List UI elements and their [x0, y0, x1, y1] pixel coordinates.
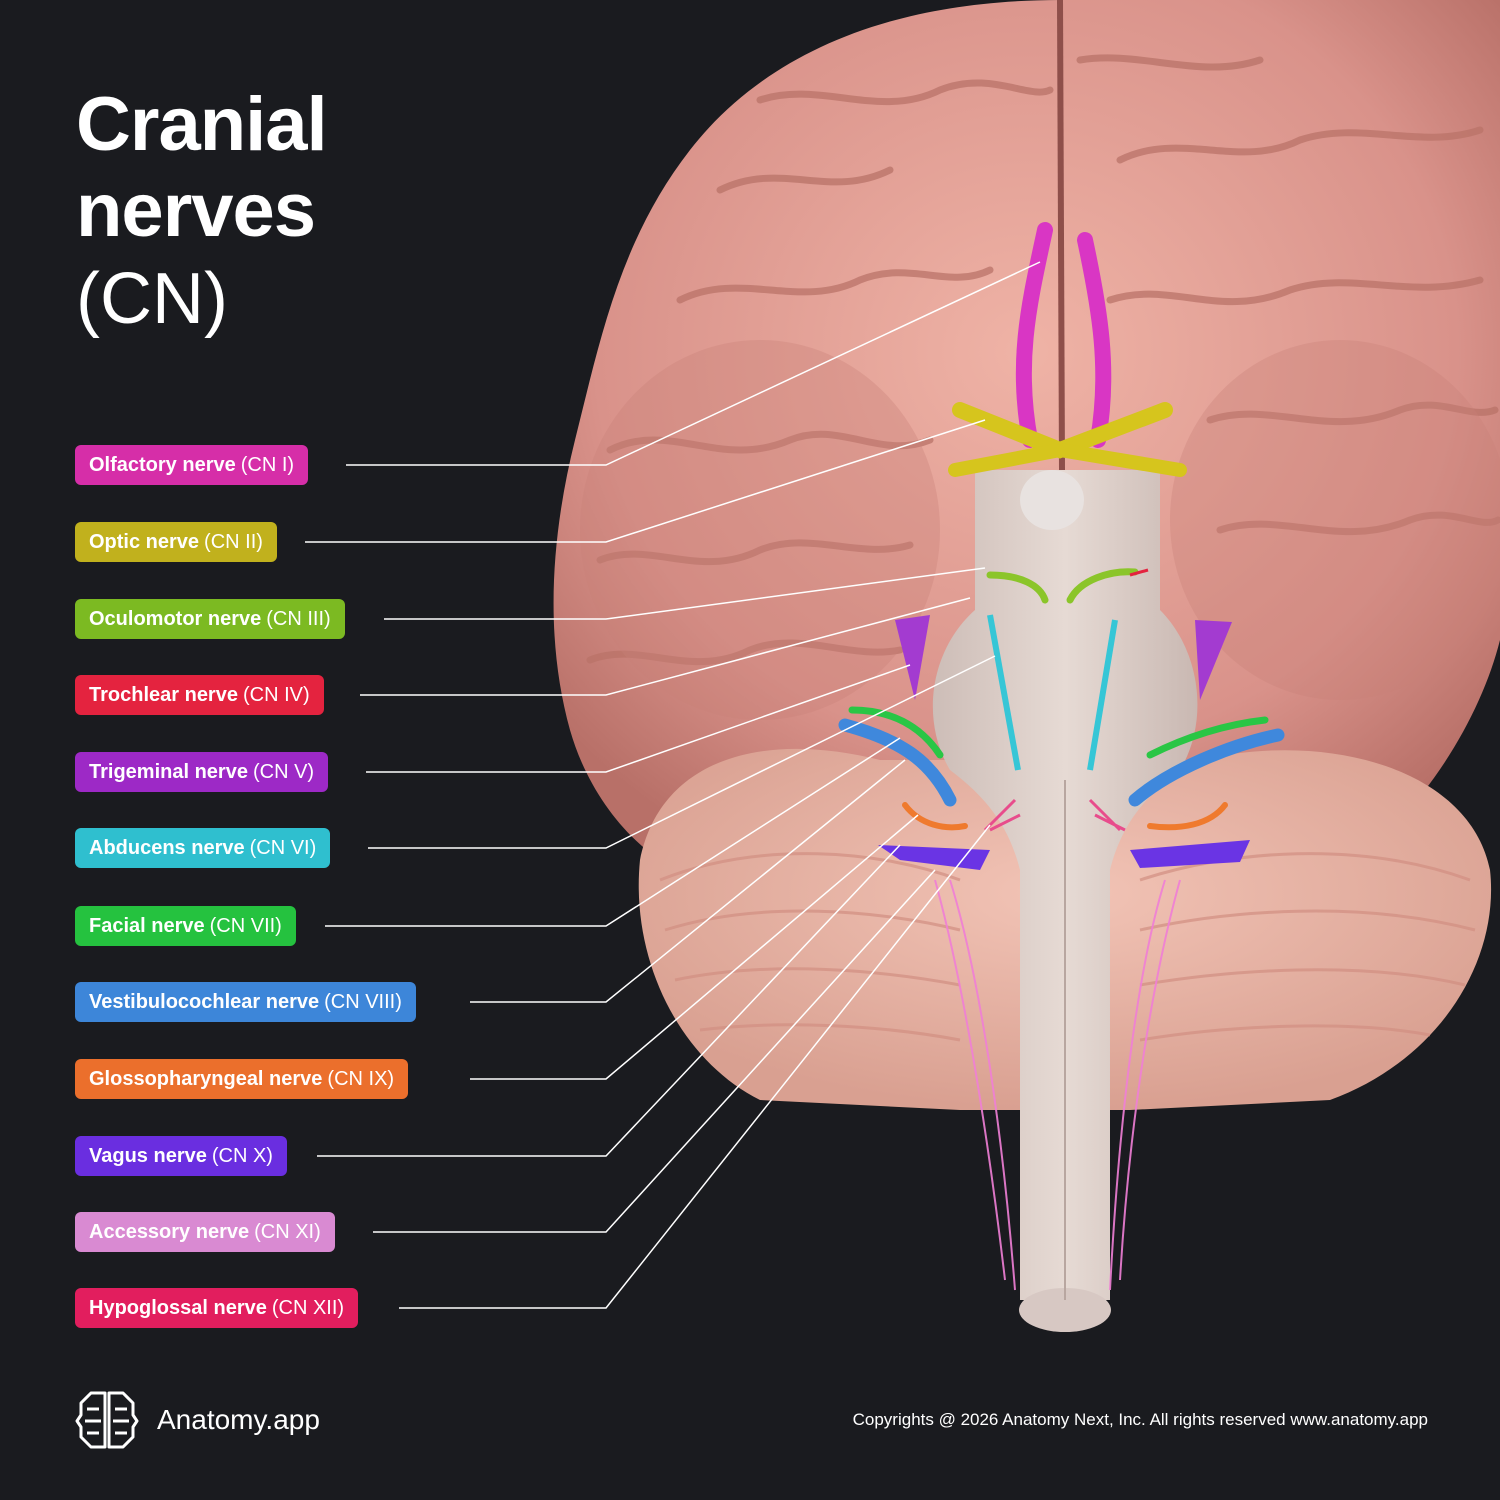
nerve-label-code: (CN VI)	[249, 836, 317, 859]
brain-logo-icon	[75, 1391, 139, 1449]
nerve-label: Glossopharyngeal nerve(CN IX)	[75, 1059, 409, 1099]
title-line-2: nerves	[76, 168, 316, 253]
leader-line-cn-x	[317, 844, 901, 1157]
leader-line-cn-vi	[368, 655, 996, 849]
nerve-label-code: (CN I)	[240, 453, 295, 476]
nerve-label-code: (CN VII)	[209, 914, 282, 937]
nerve-label-name: Oculomotor nerve	[89, 607, 262, 630]
leader-line-cn-ix	[470, 814, 919, 1080]
leader-line-cn-v	[366, 664, 911, 773]
nerve-label: Hypoglossal nerve(CN XII)	[75, 1288, 359, 1328]
nerve-label: Oculomotor nerve(CN III)	[75, 599, 345, 639]
nerve-label-name: Optic nerve	[89, 530, 200, 553]
nerve-label-code: (CN XII)	[271, 1296, 345, 1319]
nerve-label-name: Glossopharyngeal nerve	[89, 1067, 323, 1090]
nerve-label-code: (CN IV)	[242, 683, 310, 706]
leader-line-cn-xii	[399, 824, 991, 1309]
title-line-1: Cranial	[76, 82, 328, 167]
nerve-label-code: (CN X)	[211, 1144, 273, 1167]
leader-lines	[305, 261, 1041, 1309]
nerves	[838, 222, 1285, 1291]
nerve-label: Trigeminal nerve(CN V)	[75, 752, 329, 792]
nerve-label-name: Trigeminal nerve	[89, 760, 248, 783]
nerve-label-code: (CN IX)	[327, 1067, 395, 1090]
nerve-label-name: Accessory nerve	[89, 1220, 250, 1243]
nerve-label: Optic nerve(CN II)	[75, 522, 277, 562]
brand-name: Anatomy.app	[157, 1404, 320, 1435]
leader-line-cn-iv	[360, 597, 971, 696]
nerve-label-name: Hypoglossal nerve	[89, 1296, 267, 1319]
nerve-label-name: Facial nerve	[89, 914, 205, 937]
nerve-label-code: (CN II)	[204, 530, 263, 553]
nerve-label-name: Olfactory nerve	[89, 453, 236, 476]
nerve-label-name: Trochlear nerve	[89, 683, 238, 706]
nerve-label: Olfactory nerve(CN I)	[75, 445, 309, 485]
leader-line-cn-ii	[305, 419, 986, 543]
nerve-label: Accessory nerve(CN XI)	[75, 1212, 335, 1252]
nerve-label: Trochlear nerve(CN IV)	[75, 675, 324, 715]
nerve-label: Abducens nerve(CN VI)	[75, 828, 331, 868]
nerve-label: Vagus nerve(CN X)	[75, 1136, 287, 1176]
leader-line-cn-i	[346, 261, 1041, 466]
nerve-label-name: Abducens nerve	[89, 836, 245, 859]
copyright-text: Copyrights @ 2026 Anatomy Next, Inc. All…	[852, 1410, 1428, 1429]
leader-line-cn-vii	[325, 737, 901, 927]
brand-logo: Anatomy.app	[75, 1389, 320, 1451]
leader-line-cn-iii	[384, 567, 986, 620]
nerve-label-code: (CN V)	[252, 760, 315, 783]
leader-line-cn-xi	[373, 869, 936, 1233]
leader-line-cn-viii	[470, 759, 906, 1003]
nerve-label-name: Vestibulocochlear nerve	[89, 990, 320, 1013]
nerve-label-code: (CN XI)	[254, 1220, 321, 1243]
page-title: Cranial nerves (CN)	[76, 82, 328, 342]
nerve-label-name: Vagus nerve	[89, 1144, 207, 1167]
title-line-3: (CN)	[76, 259, 228, 339]
nerve-label-code: (CN VIII)	[324, 990, 402, 1013]
nerve-label-code: (CN III)	[266, 607, 331, 630]
nerve-label: Vestibulocochlear nerve(CN VIII)	[75, 982, 416, 1022]
nerve-label: Facial nerve(CN VII)	[75, 906, 296, 946]
